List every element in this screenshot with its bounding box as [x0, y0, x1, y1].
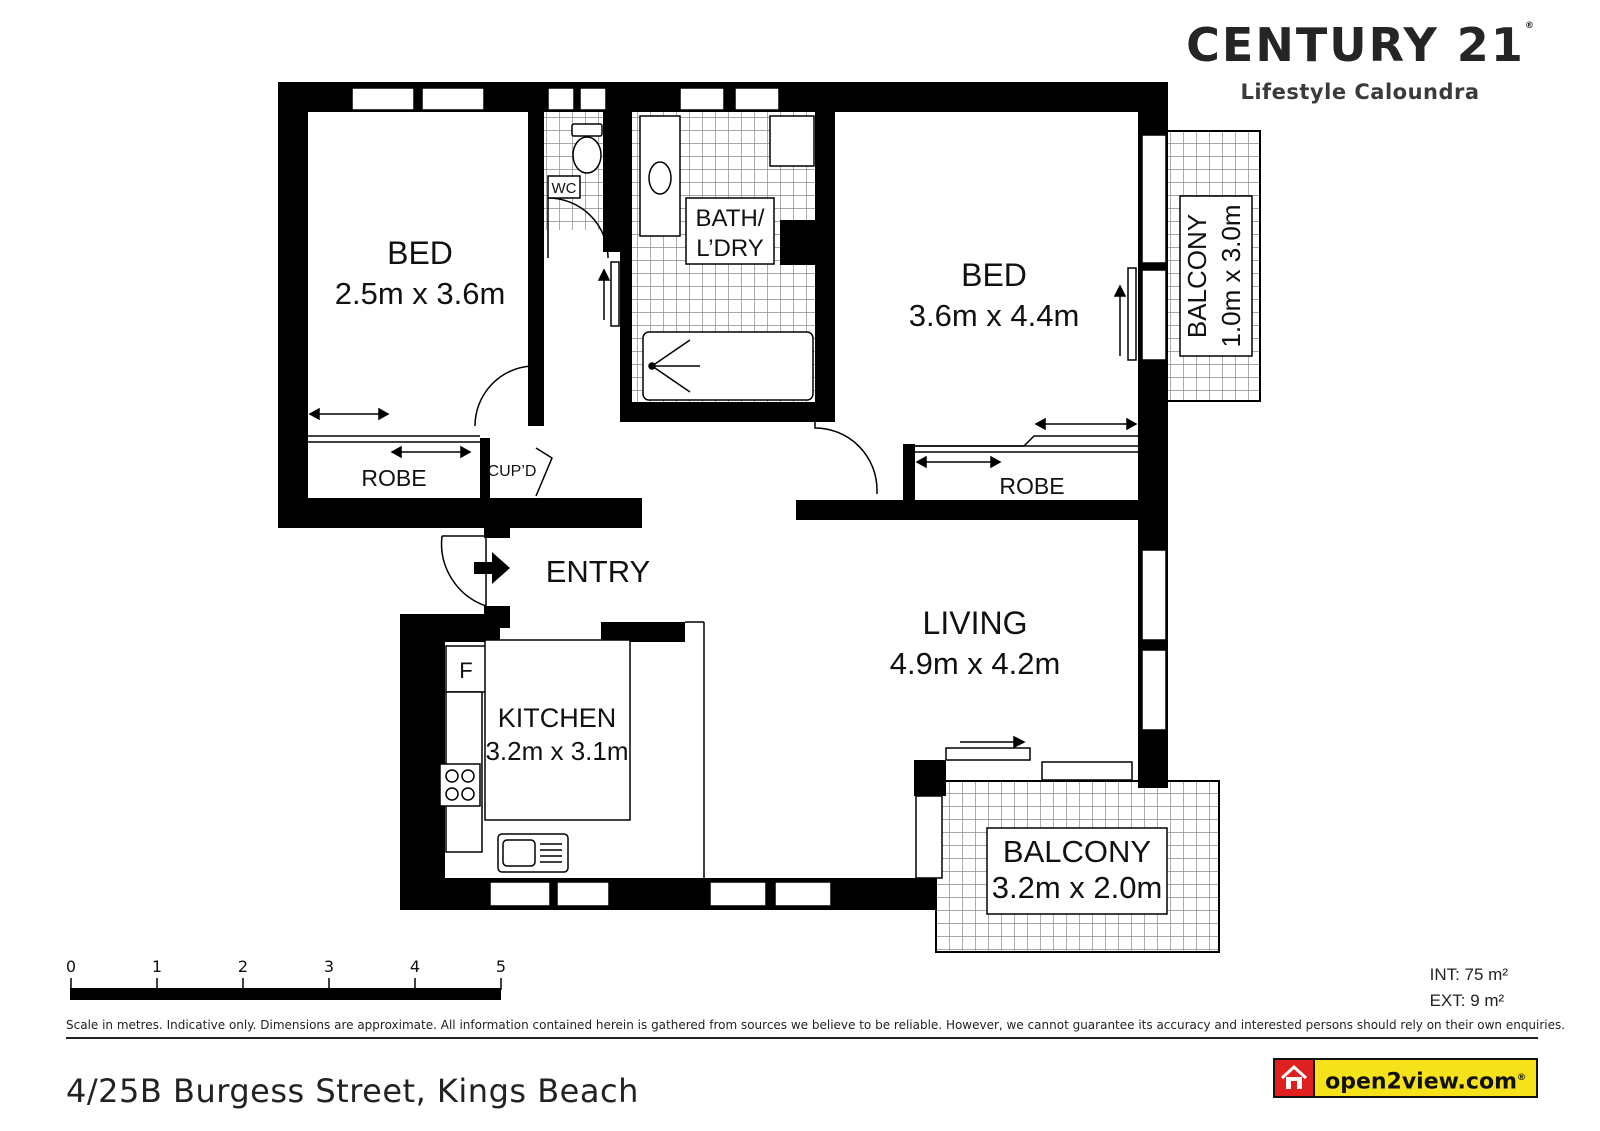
- kitchen-name: KITCHEN: [498, 703, 617, 733]
- living-size: 4.9m x 4.2m: [890, 646, 1061, 681]
- scale-tick: 2: [238, 957, 248, 976]
- robe1-label: ROBE: [361, 465, 426, 491]
- bed2-name: BED: [961, 257, 1027, 293]
- scale-tick: 5: [496, 957, 506, 976]
- bed1-name: BED: [387, 235, 453, 271]
- disclaimer: Scale in metres. Indicative only. Dimens…: [66, 1018, 1566, 1032]
- brand-logo: CENTURY 21® Lifestyle Caloundra: [1180, 18, 1540, 105]
- scale-bar: 0 1 2 3 4 5: [66, 957, 506, 1000]
- bed1-size: 2.5m x 3.6m: [335, 276, 506, 311]
- kitchen-size: 3.2m x 3.1m: [485, 736, 628, 766]
- robe2-label: ROBE: [999, 473, 1064, 499]
- doors: [440, 197, 1137, 761]
- entry-label: ENTRY: [546, 554, 651, 589]
- entry-arrow-icon: [474, 552, 510, 584]
- bed2-size: 3.6m x 4.4m: [909, 298, 1080, 333]
- fridge-label: F: [459, 658, 472, 683]
- robes: [308, 435, 1138, 453]
- property-address: 4/25B Burgess Street, Kings Beach: [66, 1072, 639, 1110]
- brand-office: Lifestyle Caloundra: [1240, 80, 1480, 104]
- scale-tick: 3: [324, 957, 334, 976]
- boxed-labels: WC BATH/ L’DRY BALCONY 1.0m x 3.0m BALCO…: [547, 175, 1253, 915]
- house-icon: [1273, 1058, 1316, 1098]
- brand-name: CENTURY 21®: [1186, 18, 1534, 72]
- slide-arrows: [308, 268, 1138, 749]
- bath-label-line1: BATH/: [696, 205, 765, 232]
- balcony-side-name: BALCONY: [1182, 214, 1212, 338]
- external-area: EXT: 9 m²: [1429, 991, 1505, 1010]
- listing-logo: open2view.com®: [1273, 1058, 1538, 1098]
- scale-tick: 4: [410, 957, 420, 976]
- room-labels: BED 2.5m x 3.6m BED 3.6m x 4.4m LIVING 4…: [335, 235, 1080, 766]
- scale-tick: 1: [152, 957, 162, 976]
- area-summary: INT: 75 m² EXT: 9 m²: [1430, 962, 1508, 1014]
- balcony-side-size: 1.0m x 3.0m: [1216, 204, 1246, 347]
- balcony-main-name: BALCONY: [1003, 834, 1151, 869]
- fixtures: [439, 115, 815, 880]
- internal-area: INT: 75 m²: [1429, 965, 1508, 984]
- cupboard-label: CUP’D: [488, 463, 537, 480]
- divider: [66, 1037, 1538, 1039]
- wc-label: WC: [552, 180, 577, 197]
- listing-logo-text: open2view.com®: [1315, 1058, 1538, 1098]
- balcony-main-size: 3.2m x 2.0m: [992, 870, 1163, 905]
- bath-label-line2: L’DRY: [696, 235, 764, 262]
- windows: [351, 87, 1167, 907]
- living-name: LIVING: [923, 605, 1028, 641]
- scale-tick: 0: [66, 957, 76, 976]
